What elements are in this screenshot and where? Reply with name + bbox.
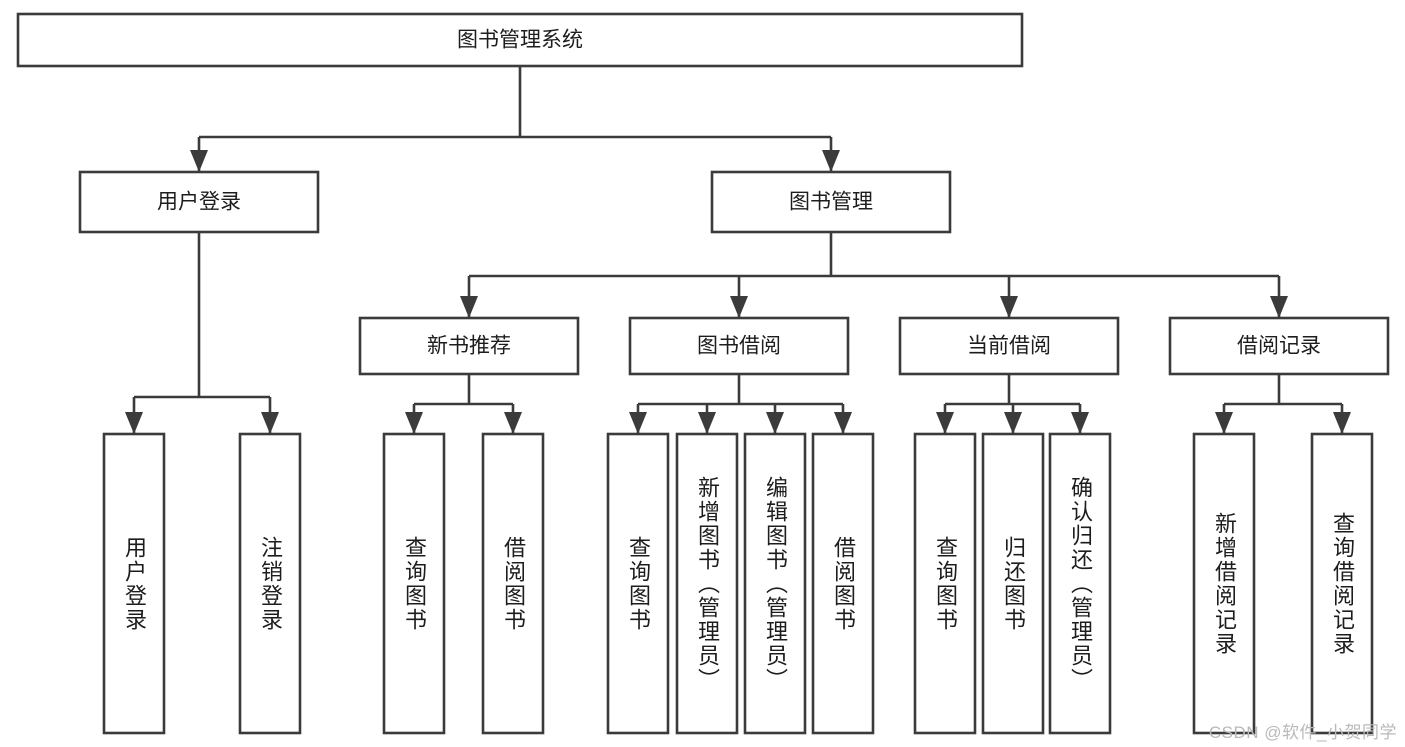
arrow-head-leaf-return-book: [1004, 412, 1022, 434]
node-box-borrow-record[interactable]: [1168, 316, 1390, 376]
node-box-current-borrow[interactable]: [898, 316, 1120, 376]
arrow-head-leaf-add-record: [1215, 412, 1233, 434]
node-box-book-manage[interactable]: [710, 170, 952, 234]
node-box-leaf-user-logout[interactable]: [238, 432, 302, 735]
arrow-head-new-book-rec: [460, 296, 478, 318]
node-label-current-borrow: 当前借阅: [967, 335, 1051, 358]
node-box-leaf-borrow-book-rec[interactable]: [481, 432, 545, 735]
arrow-head-current-borrow: [1000, 296, 1018, 318]
node-box-root[interactable]: [16, 12, 1024, 68]
node-box-leaf-query-book-cur[interactable]: [913, 432, 977, 735]
node-label-leaf-query-book-cur: 查询图书: [932, 535, 958, 632]
node-box-leaf-confirm-return[interactable]: [1048, 432, 1112, 735]
node-label-leaf-borrow-book-rec: 借阅图书: [500, 535, 526, 632]
node-box-book-borrow[interactable]: [628, 316, 850, 376]
node-box-leaf-query-book-borrow[interactable]: [606, 432, 670, 735]
watermark-credit: CSDN @软件_小贺同学: [1208, 723, 1397, 742]
node-label-user-login: 用户登录: [157, 191, 241, 214]
node-label-leaf-query-book-rec: 查询图书: [401, 535, 427, 632]
node-box-leaf-add-book[interactable]: [675, 432, 739, 735]
arrow-head-leaf-query-record: [1333, 412, 1351, 434]
arrow-head-leaf-edit-book: [766, 412, 784, 434]
node-box-leaf-query-record[interactable]: [1310, 432, 1374, 735]
node-box-leaf-user-login[interactable]: [102, 432, 166, 735]
node-label-leaf-confirm-return: 确认归还（管理员）: [1067, 475, 1093, 692]
node-box-leaf-edit-book[interactable]: [743, 432, 807, 735]
node-label-leaf-add-book: 新增图书（管理员）: [694, 475, 720, 692]
node-label-leaf-user-login: 用户登录: [121, 535, 147, 632]
connectors-layer: [125, 66, 1351, 434]
node-label-book-borrow: 图书借阅: [697, 335, 781, 358]
node-label-leaf-return-book: 归还图书: [1000, 535, 1026, 632]
node-box-leaf-query-book-rec[interactable]: [382, 432, 446, 735]
arrow-head-leaf-borrow-book: [834, 412, 852, 434]
arrow-head-user-login: [190, 150, 208, 172]
node-label-leaf-edit-book: 编辑图书（管理员）: [762, 475, 788, 692]
node-label-root: 图书管理系统: [457, 29, 583, 52]
arrow-head-leaf-confirm-return: [1071, 412, 1089, 434]
arrow-head-leaf-borrow-book-rec: [504, 412, 522, 434]
node-label-leaf-query-record: 查询借阅记录: [1329, 511, 1355, 656]
node-label-leaf-add-record: 新增借阅记录: [1211, 511, 1237, 656]
arrow-head-borrow-record: [1270, 296, 1288, 318]
node-label-leaf-user-logout: 注销登录: [257, 535, 283, 632]
boxes-layer: [16, 12, 1390, 735]
arrow-head-book-borrow: [730, 296, 748, 318]
arrow-head-leaf-query-book-rec: [405, 412, 423, 434]
node-label-leaf-query-book-borrow: 查询图书: [625, 535, 651, 632]
node-label-borrow-record: 借阅记录: [1237, 335, 1321, 358]
node-box-leaf-return-book[interactable]: [981, 432, 1045, 735]
node-box-leaf-borrow-book[interactable]: [811, 432, 875, 735]
node-label-book-manage: 图书管理: [789, 191, 873, 214]
arrow-head-leaf-query-book-borrow: [629, 412, 647, 434]
node-box-user-login[interactable]: [78, 170, 320, 234]
arrow-head-leaf-query-book-cur: [936, 412, 954, 434]
node-box-new-book-rec[interactable]: [358, 316, 580, 376]
arrow-head-leaf-user-logout: [261, 412, 279, 434]
node-label-leaf-borrow-book: 借阅图书: [830, 535, 856, 632]
node-box-leaf-add-record[interactable]: [1192, 432, 1256, 735]
arrow-head-book-manage: [822, 150, 840, 172]
arrow-head-leaf-add-book: [698, 412, 716, 434]
node-label-new-book-rec: 新书推荐: [427, 335, 511, 358]
arrow-head-leaf-user-login: [125, 412, 143, 434]
